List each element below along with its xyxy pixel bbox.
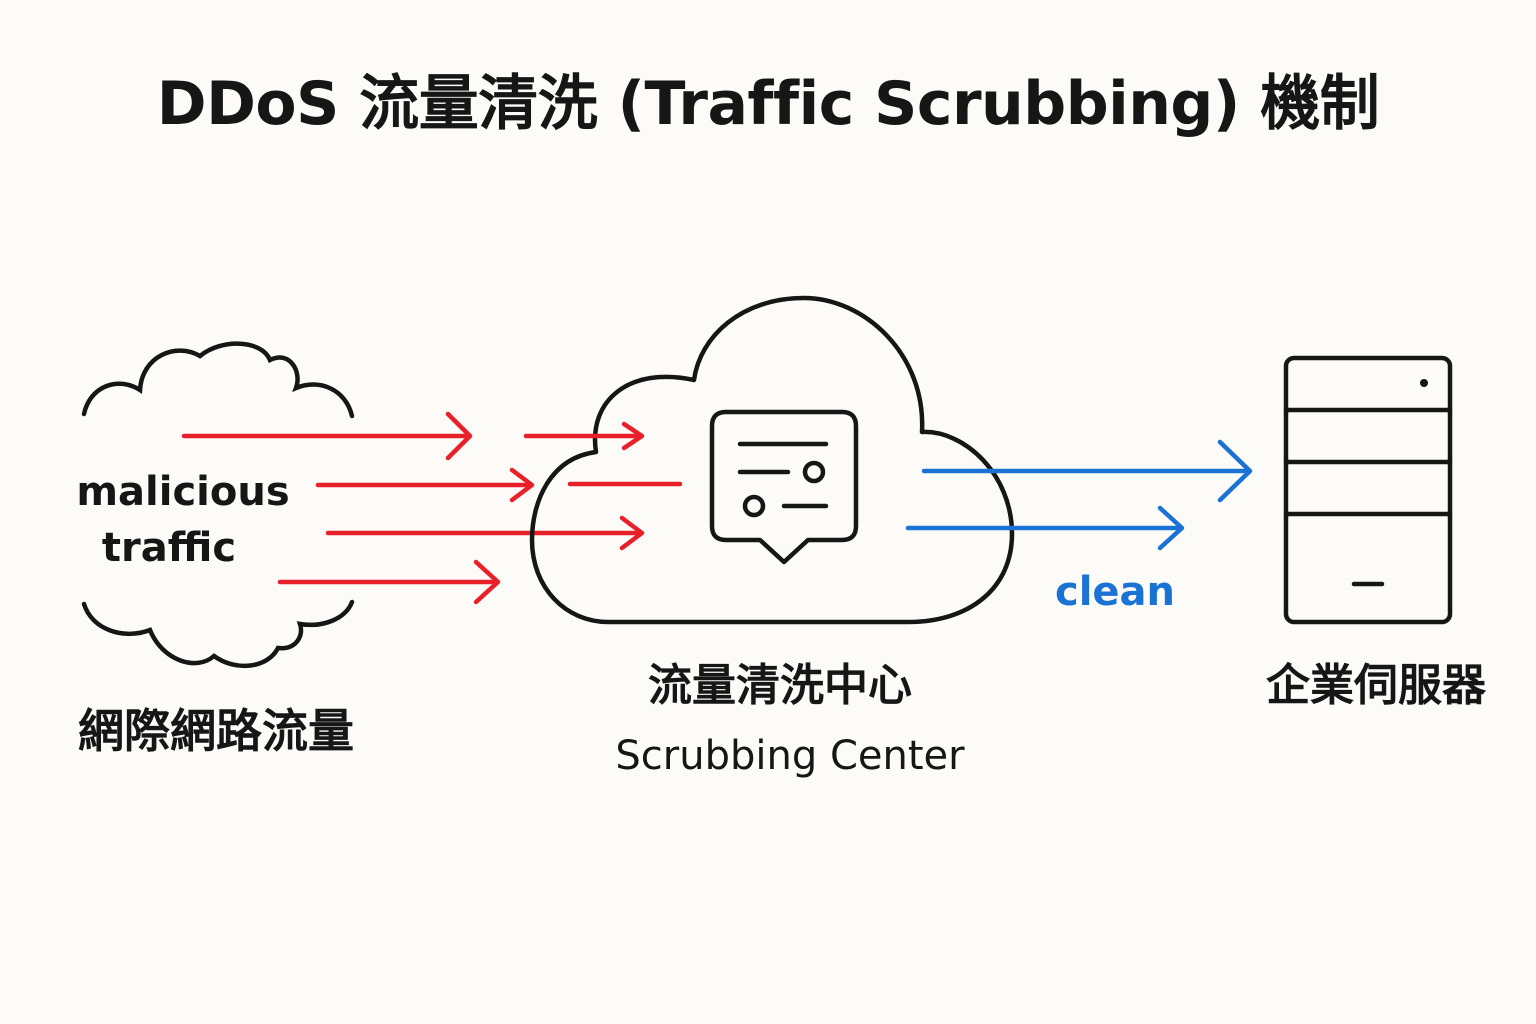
filter-panel-icon <box>709 409 859 565</box>
server-status-light-icon <box>1420 379 1428 387</box>
clean-arrow-1 <box>921 439 1253 503</box>
source-cloud-bottom-edge <box>81 599 355 669</box>
scrubbing-center-label-en: Scrubbing Center <box>615 733 965 779</box>
malicious-arrow-5 <box>523 421 645 451</box>
scrubbing-center-label-zh: 流量清洗中心 <box>648 660 912 711</box>
malicious-arrow-3 <box>325 515 645 551</box>
malicious-arrow-4 <box>277 559 501 605</box>
internet-traffic-label: 網際網路流量 <box>78 704 354 758</box>
malicious-label-line2: traffic <box>101 525 237 571</box>
clean-arrow-2 <box>905 505 1185 551</box>
server-rack-icon <box>1283 355 1453 625</box>
malicious-label-line1: malicious <box>76 469 290 515</box>
scrubbing-center-cloud <box>529 295 1015 625</box>
malicious-arrow-2 <box>315 467 535 503</box>
malicious-arrow-1 <box>181 411 473 461</box>
enterprise-server-label: 企業伺服器 <box>1266 660 1486 711</box>
diagram-title: DDoS 流量清洗 (Traffic Scrubbing) 機制 <box>156 69 1380 139</box>
source-cloud-top-edge <box>81 341 355 419</box>
clean-traffic-label: clean <box>1054 569 1176 615</box>
